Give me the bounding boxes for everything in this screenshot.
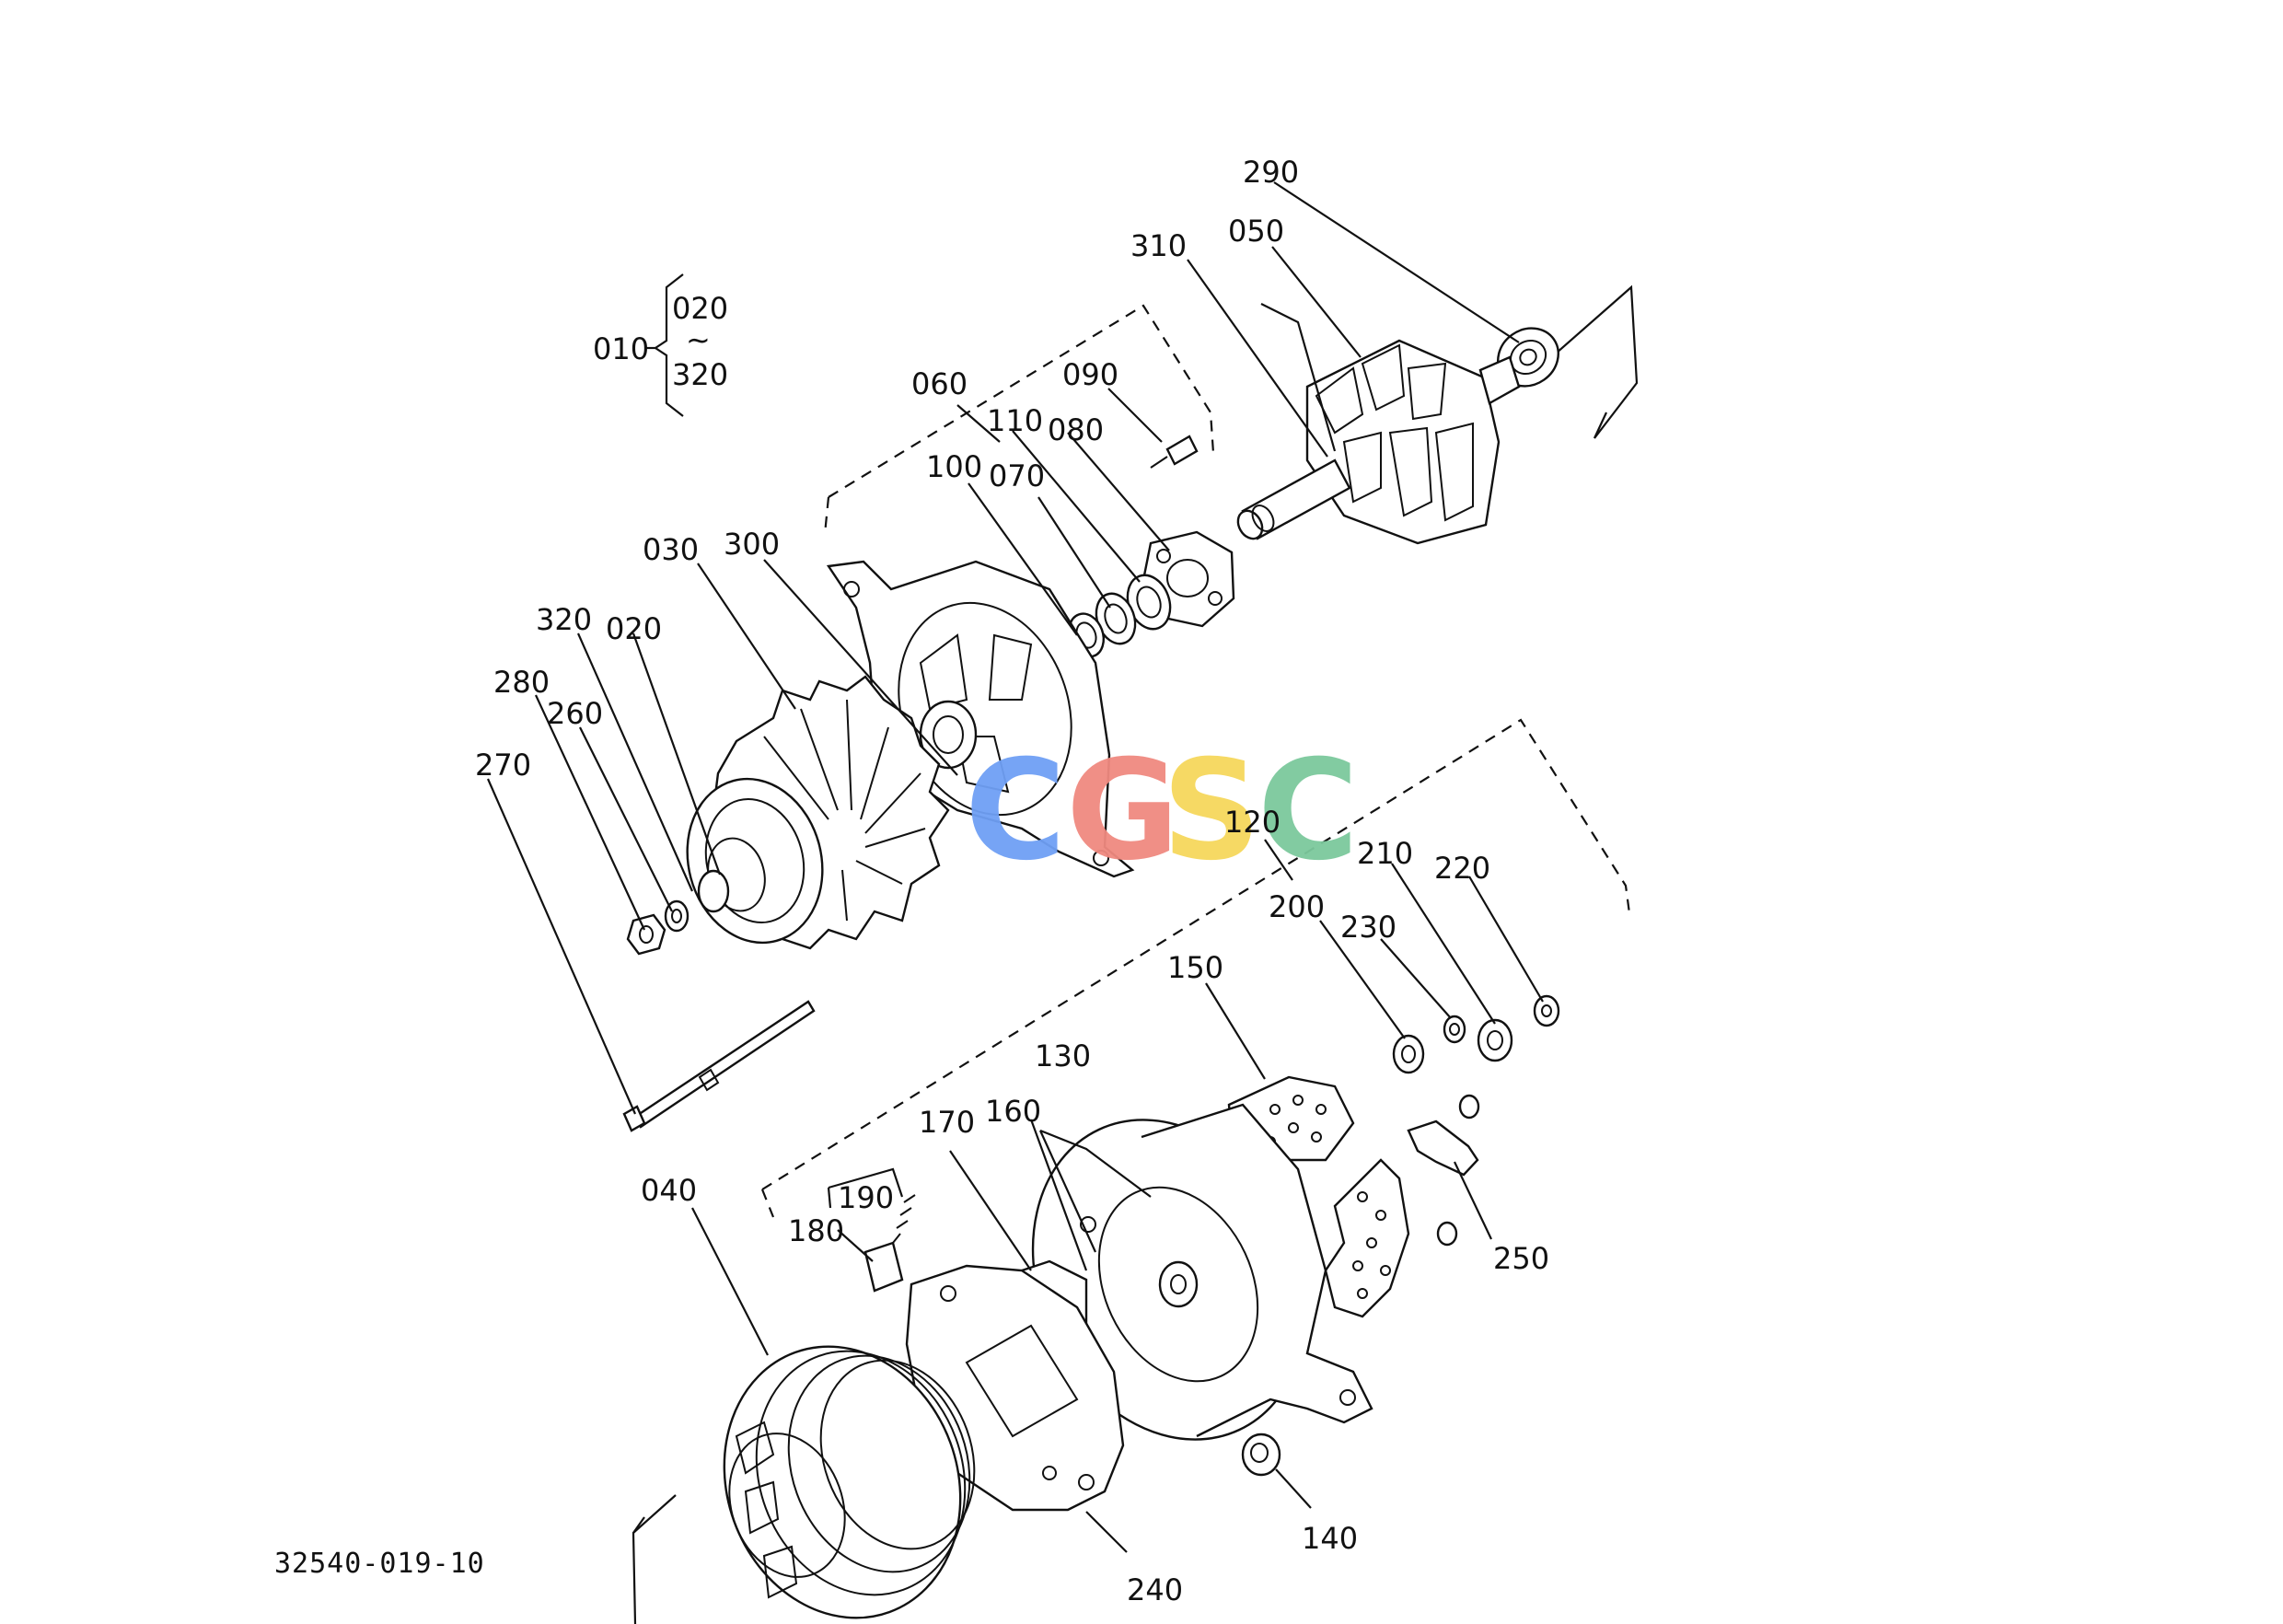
callout-050: 050 <box>1228 214 1284 249</box>
callout-210: 210 <box>1357 836 1413 871</box>
callout-320: 320 <box>536 602 592 637</box>
watermark-letter-s: S <box>1162 731 1261 891</box>
callout-170: 170 <box>919 1105 975 1140</box>
callout-120: 120 <box>1224 805 1281 840</box>
callout-290: 290 <box>1243 155 1299 190</box>
callout-060: 060 <box>911 366 968 401</box>
callout-200: 200 <box>1269 889 1325 924</box>
callout-250: 250 <box>1493 1241 1549 1276</box>
axis-arrow-top <box>1555 284 1639 439</box>
shaft-part <box>1236 458 1351 540</box>
callout-260: 260 <box>547 696 603 731</box>
assembly-bracket: 010 020 ~ 320 <box>593 273 728 417</box>
screw-part <box>1150 435 1199 469</box>
callout-labels: 290 050 310 060 090 110 080 100 070 030 … <box>475 155 1549 1607</box>
rectifier-plate-part <box>1324 1158 1410 1318</box>
assembly-range-end: 320 <box>672 357 728 392</box>
callout-270: 270 <box>475 748 531 783</box>
insulator-nuts <box>1392 994 1560 1247</box>
callout-310: 310 <box>1130 228 1187 263</box>
stator-part <box>723 1345 976 1619</box>
callout-110: 110 <box>987 403 1043 438</box>
watermark-letter-c2: C <box>1257 731 1359 891</box>
terminal-part <box>1407 1119 1479 1177</box>
rear-bracket-part <box>1031 1103 1373 1441</box>
axis-arrow-bottom <box>632 1494 677 1624</box>
washer-nut-parts <box>626 899 690 956</box>
through-bolt-part <box>622 1000 816 1132</box>
callout-280: 280 <box>493 665 550 700</box>
callout-240: 240 <box>1127 1572 1183 1607</box>
callout-020: 020 <box>606 611 662 646</box>
watermark-letter-c1: C <box>965 731 1066 891</box>
callout-090: 090 <box>1062 357 1118 392</box>
front-bracket-group-outline <box>828 304 1215 498</box>
brush-spring-parts <box>863 1194 916 1293</box>
rotor-part <box>1305 339 1521 545</box>
callout-140: 140 <box>1302 1521 1358 1556</box>
assembly-label: 010 <box>593 331 649 366</box>
bearing-washers <box>1067 574 1172 658</box>
callout-030: 030 <box>643 532 699 567</box>
watermark: C G S C <box>965 731 1359 891</box>
leader-lines <box>486 181 1544 1553</box>
callout-230: 230 <box>1340 910 1396 945</box>
callout-040: 040 <box>641 1173 697 1208</box>
callout-100: 100 <box>926 449 982 484</box>
callout-180: 180 <box>788 1213 844 1248</box>
front-bracket-part <box>826 560 1135 878</box>
callout-190: 190 <box>838 1180 894 1215</box>
callout-220: 220 <box>1434 851 1490 886</box>
drawing-code: 32540-019-10 <box>274 1548 485 1580</box>
callout-160: 160 <box>985 1094 1041 1129</box>
callout-130: 130 <box>1035 1038 1091 1073</box>
pulley-part <box>686 777 824 945</box>
assembly-range-tilde: ~ <box>686 322 711 357</box>
assembly-range-start: 020 <box>672 291 728 326</box>
watermark-letter-g: G <box>1066 731 1179 891</box>
callout-080: 080 <box>1048 412 1104 447</box>
bushing-part <box>1241 1433 1281 1477</box>
callout-150: 150 <box>1167 950 1223 985</box>
callout-300: 300 <box>724 527 780 562</box>
rear-bracket-group-outline <box>761 718 1631 1190</box>
callout-070: 070 <box>989 458 1045 493</box>
